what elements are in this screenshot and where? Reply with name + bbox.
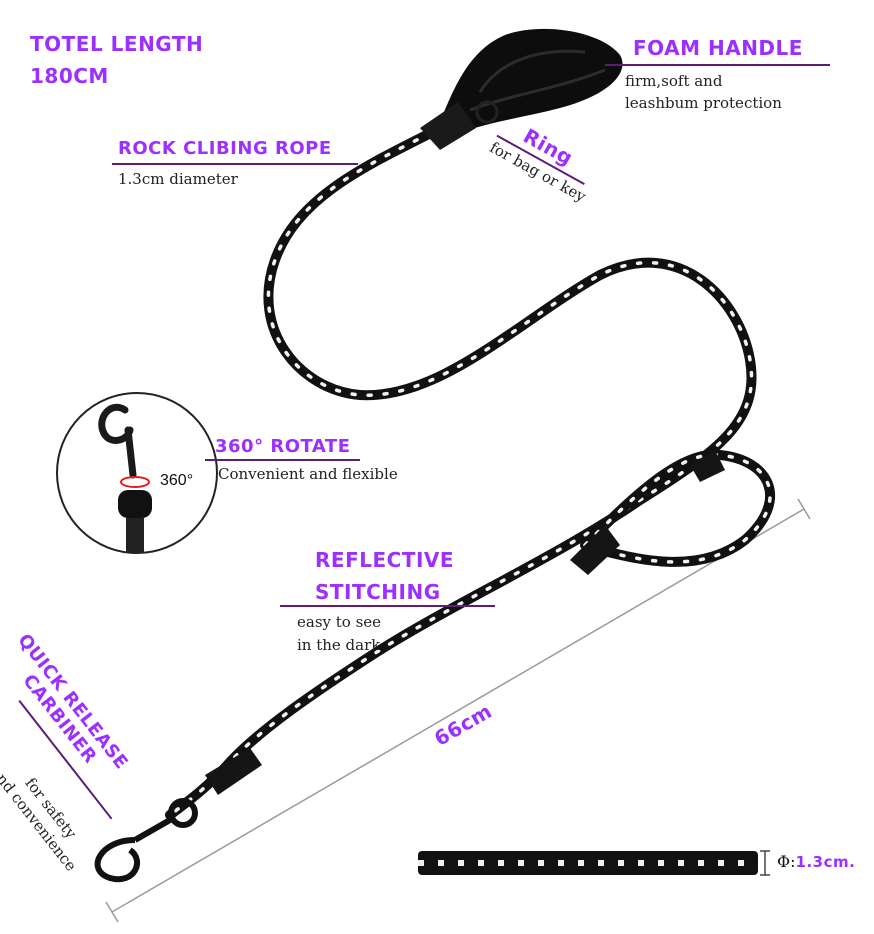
rope-title: ROCK CLIBING ROPE <box>118 138 332 159</box>
diameter-sample <box>418 850 770 876</box>
rotate-underline <box>205 459 360 461</box>
foam-handle-underline <box>605 64 830 66</box>
diameter-symbol: Φ: <box>777 852 796 871</box>
reflective-underline <box>280 605 495 607</box>
total-length-label: TOTEL LENGTH 180CM <box>30 28 203 92</box>
total-length-line1: TOTEL LENGTH <box>30 32 204 56</box>
reflective-title-line1: REFLECTIVE <box>315 548 455 572</box>
foam-handle-desc-line2: leashbum protection <box>625 94 782 112</box>
reflective-desc-line2: in the dark <box>297 636 381 654</box>
foam-handle-title: FOAM HANDLE <box>633 36 803 60</box>
reflective-title-line2: STITCHING <box>315 580 441 604</box>
reflective-title: REFLECTIVE STITCHING <box>315 544 454 608</box>
rope-underline <box>112 163 358 165</box>
second-handle-connector <box>570 525 620 575</box>
lower-connector <box>205 748 262 795</box>
total-length-line2: 180CM <box>30 64 109 88</box>
rotate-title: 360° ROTATE <box>215 436 351 457</box>
reflective-desc-line1: easy to see <box>297 613 382 631</box>
carabiner-graphic <box>94 798 198 883</box>
foam-handle-graphic <box>420 28 623 150</box>
ring-graphic <box>475 100 499 124</box>
rope <box>165 113 776 820</box>
second-handle-connector-top <box>690 450 725 482</box>
diameter-label: Φ:1.3cm. <box>777 852 855 871</box>
foam-handle-desc-line1: firm,soft and <box>625 72 723 90</box>
measure-line-66cm <box>105 498 811 923</box>
inset-360-label: 360° <box>160 472 194 489</box>
rotate-desc: Convenient and flexible <box>218 465 398 483</box>
rope-desc: 1.3cm diameter <box>118 170 238 188</box>
diameter-value: 1.3cm. <box>795 853 856 871</box>
reflective-desc: easy to see in the dark <box>297 611 381 657</box>
swivel-inset <box>56 392 218 554</box>
foam-handle-desc: firm,soft and leashbum protection <box>625 70 782 114</box>
